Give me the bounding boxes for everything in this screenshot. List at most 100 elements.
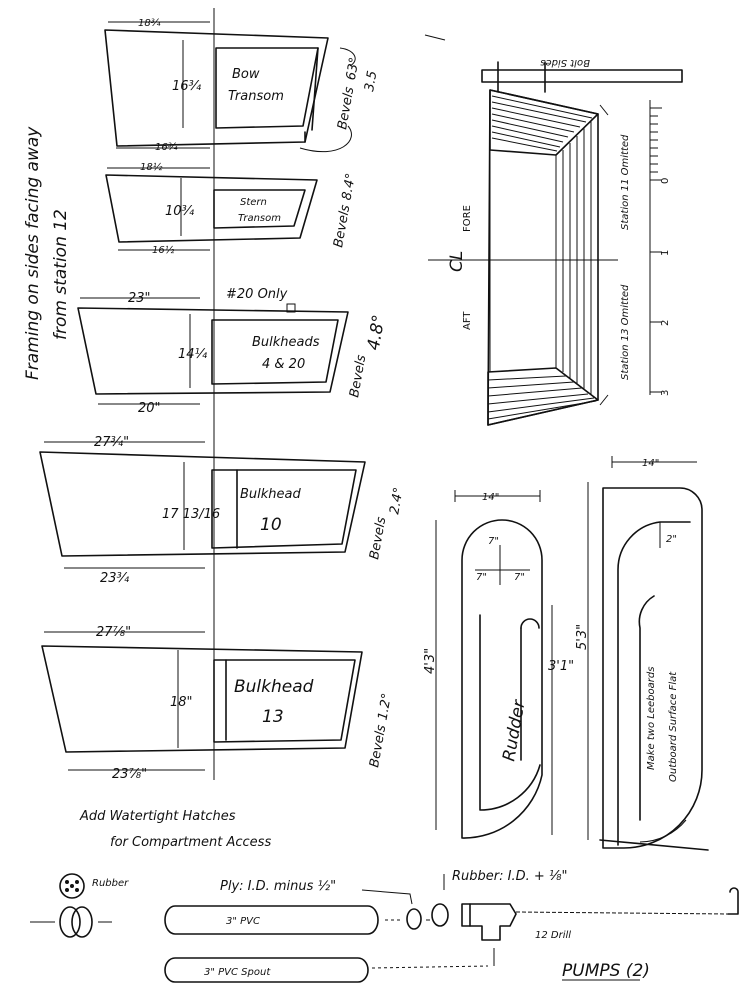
- bulkheads-4-20-height: 14¼: [178, 347, 208, 362]
- rudder-left-radius: 7": [476, 572, 487, 583]
- leeboard-height: 5'3": [575, 624, 590, 650]
- bulkhead-13-outline: [41, 645, 363, 753]
- stern-transom-name2: Transom: [238, 213, 281, 224]
- bulkhead-10-outline: [39, 451, 366, 557]
- bulkheads-4-20-name1: Bulkheads: [252, 335, 320, 350]
- bow-transom-name2: Transom: [228, 89, 284, 104]
- hull-fore-label: FORE: [462, 205, 473, 232]
- hull-aft-label: AFT: [462, 311, 473, 330]
- bulkhead-13-name2: 13: [262, 707, 284, 727]
- stern-transom-cutout: [213, 189, 306, 229]
- stern-transom-bevels-value: 8.4°: [340, 172, 359, 201]
- rudder-width: 14": [482, 492, 499, 503]
- bulkhead-10-cutout: [211, 469, 357, 549]
- stern-transom-bottom-dim: 16½: [152, 244, 175, 256]
- bulkheads-4-20-top-dim: 23": [128, 291, 151, 306]
- leeboard: 14" 2" 5'3" Make two Leeboards Outboard …: [575, 456, 709, 851]
- bulkhead-13-top-dim: 27⅞": [96, 625, 131, 640]
- bow-transom-top-dim: 18¾: [138, 18, 161, 29]
- leeboard-width: 14": [642, 458, 659, 469]
- bulkhead-10-name2: 10: [260, 515, 282, 535]
- pump-rubber-disc: [59, 873, 85, 899]
- bow-transom-extra-value: 3.5: [362, 70, 380, 93]
- bulkhead-10-bevels-value: 2.4°: [387, 486, 406, 515]
- leeboard-note2: Outboard Surface Flat: [668, 671, 679, 782]
- hull-centerline-label: CL: [447, 251, 467, 272]
- ruler-mark-1: 1: [660, 250, 671, 256]
- framing-note-line1: Framing on sides facing away: [23, 126, 43, 380]
- bulkheads-4-20: #20 Only 23" 14¼ Bulkheads 4 & 20 20" Be…: [77, 287, 390, 416]
- bulkheads-4-20-name2: 4 & 20: [262, 357, 305, 372]
- pump-ply-note: Ply: I.D. minus ½": [220, 879, 336, 894]
- hatch-note: Add Watertight Hatches for Compartment A…: [79, 809, 271, 850]
- pump-drill-label: 12 Drill: [535, 930, 571, 941]
- rudder-inner-height: 3'1": [548, 659, 574, 674]
- bulkhead-13-height: 18": [170, 695, 193, 710]
- bow-transom-bevels-label: Bevels: [335, 86, 357, 131]
- leeboard-inner: [617, 521, 691, 846]
- ruler-mark-0: 0: [660, 178, 671, 184]
- leeboard-note1: Make two Leeboards: [646, 667, 657, 770]
- bulkheads-4-20-note: #20 Only: [226, 287, 288, 302]
- leeboard-outline: [602, 487, 703, 849]
- bulkhead-13-cutout: [213, 659, 356, 743]
- rudder-inner: [479, 614, 541, 811]
- bow-transom-bottom-dim: 16¾: [155, 142, 178, 153]
- hull-bolt-side-bar: [481, 69, 683, 83]
- leeboard-offset: 2": [666, 534, 677, 545]
- bulkheads-4-20-bottom-dim: 20": [138, 401, 161, 416]
- bulkhead-10: 27¾" 17 13/16 Bulkhead 10 23¾ Bevels 2.4…: [39, 435, 407, 586]
- stern-transom-top-dim: 18½: [140, 161, 163, 173]
- pumps: Rubber Ply: I.D. minus ½" Rubber: I.D. +…: [30, 869, 739, 983]
- rudder-label: Rudder: [499, 698, 530, 763]
- pump-pvc-pipe: [164, 905, 379, 935]
- rudder-outline: [461, 519, 543, 839]
- rudder-top-radius: 7": [488, 536, 499, 547]
- rudder: 14" 7" 7" 7" 4'3" 3'1" Rudder: [423, 490, 574, 839]
- bulkhead-13-bevels-value: 1.2°: [376, 692, 395, 721]
- hatch-note-line1: Add Watertight Hatches: [79, 809, 236, 824]
- hatch-note-line2: for Compartment Access: [110, 835, 271, 850]
- bulkhead-10-bottom-dim: 23¾: [100, 571, 130, 586]
- hull-bolt-sides: Bolt Sides: [540, 57, 590, 68]
- framing-note: Framing on sides facing away from statio…: [23, 126, 71, 380]
- bulkheads-4-20-bevels-label: Bevels: [347, 354, 369, 399]
- bulkhead-10-top-dim: 27¾": [94, 435, 129, 450]
- bulkheads-4-20-cutout: [211, 319, 339, 385]
- pump-rubber-left: Rubber: [92, 878, 129, 889]
- stern-transom: 18½ 10¾ Stern Transom 16½ Bevels 8.4°: [105, 161, 359, 256]
- bow-transom: 18¾ 16¾ Bow Transom 16¾ Bevels 63° 3.5: [104, 18, 381, 153]
- hull-station11: Station 11 Omitted: [620, 134, 631, 230]
- ruler-mark-2: 2: [660, 320, 671, 326]
- pump-rubber-note: Rubber: I.D. + ⅛": [452, 869, 567, 884]
- pumps-title: PUMPS (2): [562, 961, 650, 981]
- bulkhead-10-name1: Bulkhead: [240, 487, 302, 502]
- bulkhead-13: 27⅞" 18" Bulkhead 13 23⅞" Bevels 1.2°: [41, 625, 395, 782]
- bulkhead-13-bevels-label: Bevels: [367, 724, 389, 769]
- bulkhead-10-height: 17 13/16: [162, 507, 220, 522]
- rudder-height: 4'3": [423, 648, 438, 674]
- bulkhead-13-bottom-dim: 23⅞": [112, 767, 147, 782]
- hull-view: Bolt Sides: [424, 34, 683, 426]
- pump-tee: [461, 903, 517, 941]
- bow-transom-bevels-value: 63°: [344, 56, 363, 81]
- bulkheads-4-20-bevels-value: 4.8°: [364, 313, 390, 351]
- stern-transom-name1: Stern: [240, 197, 267, 208]
- bulkhead-13-name1: Bulkhead: [234, 677, 314, 697]
- bulkheads-4-20-outline: [77, 307, 349, 395]
- stern-transom-bevels-label: Bevels: [331, 204, 353, 249]
- rudder-right-radius: 7": [514, 572, 525, 583]
- framing-note-line2: from station 12: [51, 209, 71, 340]
- stern-transom-outline: [105, 174, 318, 243]
- ruler-mark-3: 3: [660, 390, 671, 396]
- pump-spout-label: 3" PVC Spout: [204, 967, 271, 978]
- pump-pvc-label: 3" PVC: [226, 916, 260, 927]
- bow-transom-height: 16¾: [172, 79, 202, 94]
- bow-transom-name1: Bow: [232, 67, 260, 82]
- bow-transom-cutout: [215, 47, 319, 129]
- hull-station13: Station 13 Omitted: [620, 284, 631, 380]
- stern-transom-height: 10¾: [165, 204, 195, 219]
- pump-spout: [164, 957, 369, 983]
- bulkhead-10-bevels-label: Bevels: [367, 516, 389, 561]
